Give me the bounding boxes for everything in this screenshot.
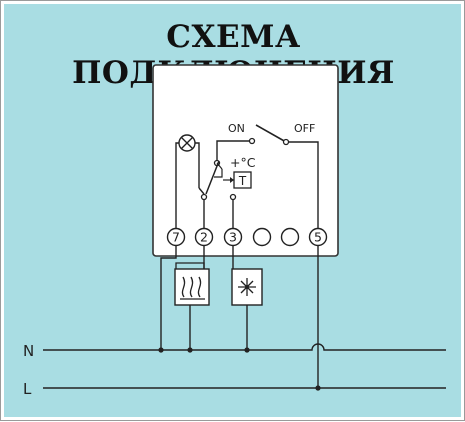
junction-dot (244, 347, 250, 353)
terminal-3: 3 (223, 227, 243, 247)
live-label: L (23, 380, 32, 398)
lamp-wire-contact (195, 142, 200, 188)
sensor-element: +°C T (223, 155, 256, 229)
temperature-label: +°C (230, 155, 256, 170)
terminal-label-3: 3 (229, 230, 237, 245)
terminal-label-7: 7 (172, 230, 180, 245)
lamp-wire-7 (175, 142, 179, 229)
thermostat-contact (198, 159, 223, 229)
terminal-7: 7 (166, 227, 186, 247)
terminal-5: 5 (308, 227, 328, 247)
terminal-label-2: 2 (200, 230, 208, 245)
lamp-icon (178, 134, 196, 152)
junction-dot (315, 385, 321, 391)
terminal-label-5: 5 (314, 230, 322, 245)
junction-dot (158, 347, 164, 353)
junction-dot (187, 347, 193, 353)
wire-7-to-n (160, 246, 177, 350)
power-switch: ON OFF (216, 122, 319, 229)
terminal-empty-2 (280, 227, 300, 247)
switch-off-label: OFF (294, 122, 315, 135)
sensor-t-label: T (238, 174, 247, 188)
terminal-2: 2 (194, 227, 214, 247)
thermostat-housing (152, 64, 339, 257)
terminal-empty-1 (252, 227, 272, 247)
fan-icon (231, 268, 263, 306)
neutral-label: N (23, 342, 34, 360)
switch-on-label: ON (228, 122, 245, 135)
heater-icon (174, 262, 210, 306)
neutral-line (43, 343, 446, 351)
